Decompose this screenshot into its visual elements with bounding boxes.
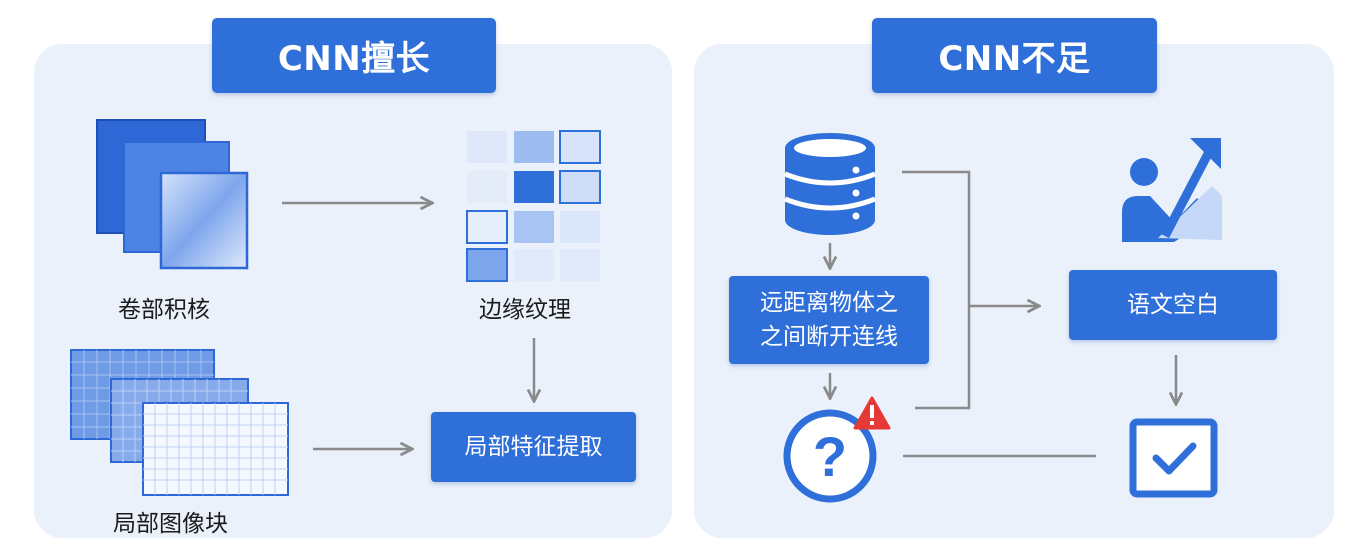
grid-texture-icon <box>466 130 601 282</box>
patch-label: 局部图像块 <box>113 511 228 537</box>
semantic-gap-box: 语文空白 <box>1069 270 1277 340</box>
stacked-grid-icon <box>70 349 289 496</box>
texture-label: 边缘纹理 <box>479 297 571 323</box>
bracket-connector <box>902 170 971 410</box>
distant-objects-line2: 之间断开连线 <box>760 324 898 350</box>
feature-extraction-box: 局部特征提取 <box>431 412 636 482</box>
stacked-layers-icon <box>96 119 249 270</box>
distant-objects-box: 远距离物体之 之间断开连线 <box>729 276 929 364</box>
strengths-header: CNN擅长 <box>212 18 496 93</box>
person-arrow-icon <box>1122 138 1222 242</box>
checkbox-icon <box>1129 418 1218 498</box>
weaknesses-header: CNN不足 <box>872 18 1157 93</box>
question-circle-icon: ? <box>783 409 877 503</box>
warning-triangle-icon <box>853 396 891 430</box>
database-icon <box>784 133 876 235</box>
svg-text:?: ? <box>813 425 847 488</box>
distant-objects-line1: 远距离物体之 <box>760 290 898 316</box>
kernel-label: 卷部积核 <box>118 297 210 323</box>
